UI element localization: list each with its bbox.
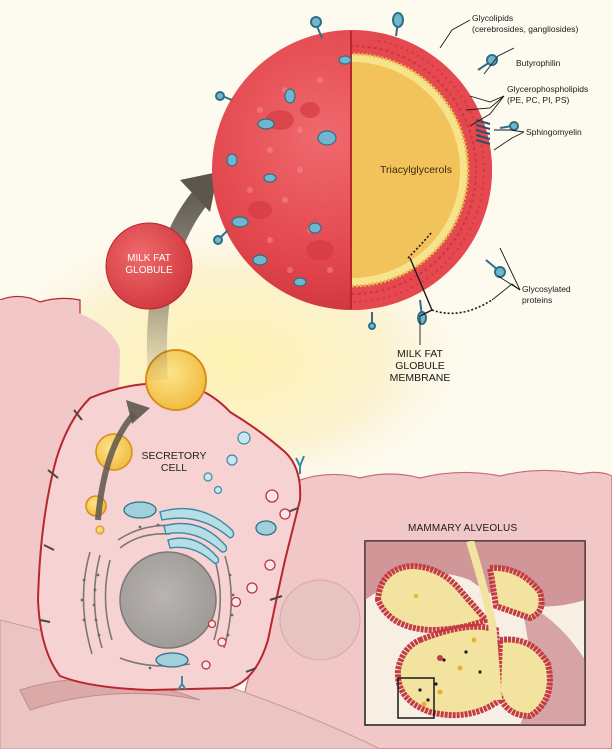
glycosylated-proteins-line1: Glycosylated [522, 284, 571, 294]
mfgm-line3: MEMBRANE [389, 372, 451, 384]
label-glycosylated-proteins: Glycosylated proteins [522, 284, 571, 306]
membrane-bracket [407, 231, 493, 345]
glycoproteins [213, 12, 519, 330]
label-leaders [439, 19, 525, 301]
glycerophospholipids-detail: (PE, PC, PI, PS) [507, 95, 570, 105]
milk-fat-globule [105, 222, 193, 310]
secretory-cell-line1: SECRETORY [141, 450, 207, 462]
inset-zoom-box [397, 677, 435, 719]
mfgm-line2: GLOBULE [395, 360, 445, 372]
glycolipids-detail: (cerebrosides, gangliosides) [472, 24, 579, 34]
label-mammary-alveolus: MAMMARY ALVEOLUS [408, 523, 518, 534]
label-sphingomyelin: Sphingomyelin [526, 127, 582, 137]
mfgm-line1: MILK FAT [397, 348, 443, 360]
mitochondria [123, 501, 277, 668]
triacylglycerol-core [351, 62, 460, 278]
label-milk-fat-globule: MILK FAT GLOBULE [104, 253, 194, 277]
alveolus-lobes [374, 562, 553, 720]
milk-droplets [418, 650, 482, 702]
droplet-path-arrow [95, 400, 150, 521]
label-milk-fat-globule-membrane: MILK FAT GLOBULE MEMBRANE [380, 348, 460, 384]
mammary-alveolus-inset [364, 540, 586, 726]
secretory-vesicles [201, 489, 291, 670]
glycolipids-name: Glycolipids [472, 13, 514, 23]
milk-fat-globule-line2: GLOBULE [125, 265, 173, 276]
alveolus-duct [466, 541, 502, 701]
cell-nucleus [119, 551, 217, 649]
lipid-droplet-tiny [95, 525, 105, 535]
ribosomes [80, 523, 235, 670]
secretion-arrow-head [180, 172, 218, 212]
surface-receptor [177, 455, 305, 691]
label-glycerophospholipids: Glycerophospholipids (PE, PC, PI, PS) [507, 84, 588, 106]
golgi-apparatus [159, 507, 235, 564]
label-glycolipids: Glycolipids (cerebrosides, gangliosides) [472, 13, 578, 35]
protein-vesicles [203, 431, 251, 495]
glycosylated-proteins-line2: proteins [522, 295, 553, 305]
glycerophospholipids-name: Glycerophospholipids [507, 84, 589, 94]
globule-cross-section [212, 12, 519, 330]
background-nucleus-right [279, 579, 361, 661]
secretory-cell-line2: CELL [160, 462, 188, 474]
fat-droplets [414, 594, 477, 707]
surface-proteins [226, 55, 352, 287]
milk-fat-globule-line1: MILK FAT [127, 253, 171, 264]
label-secretory-cell: SECRETORY CELL [134, 450, 214, 474]
membrane-texture [247, 77, 333, 273]
label-triacylglycerols: Triacylglycerols [380, 164, 452, 176]
label-butyrophilin: Butyrophilin [516, 58, 561, 68]
